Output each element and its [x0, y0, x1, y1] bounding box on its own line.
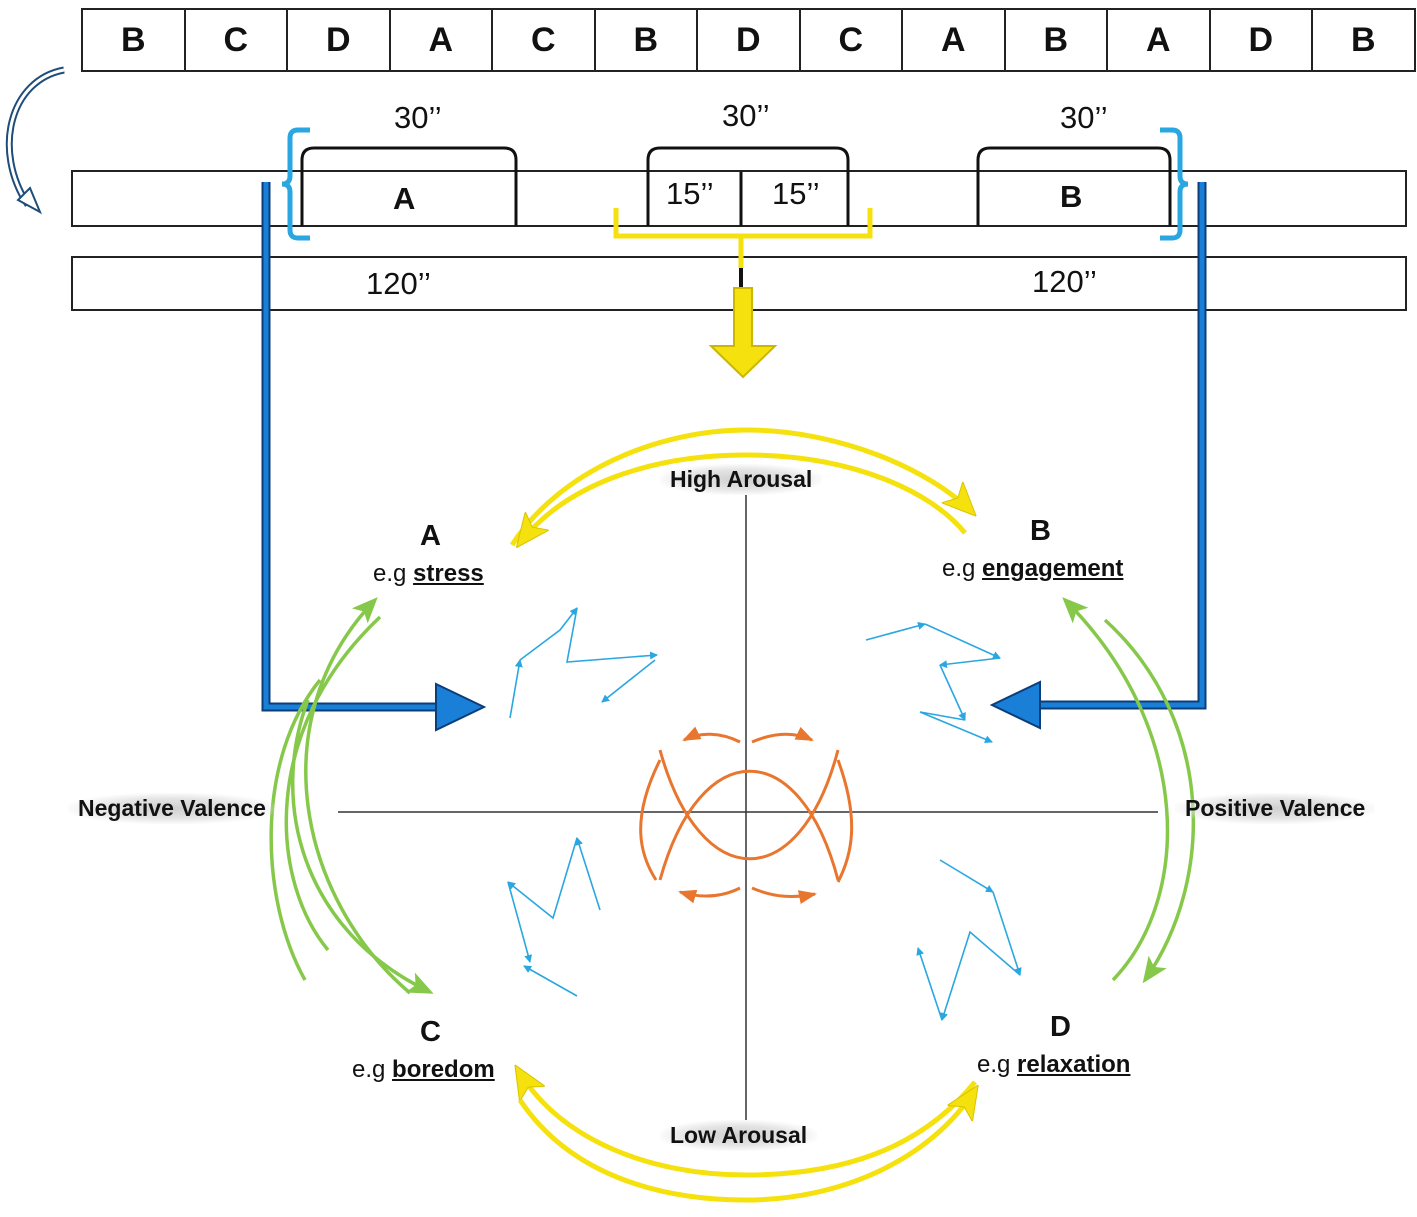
quadrant-a-example: e.g stress [373, 560, 484, 588]
green-valence-arcs [269, 597, 1196, 995]
quadrant-b-eg-prefix: e.g [942, 555, 976, 582]
yellow-arousal-arcs [509, 427, 975, 1203]
sequence-cell: C [183, 8, 288, 72]
block-mid-sub2: 15’’ [772, 176, 820, 211]
block-mid-sub1: 15’’ [666, 176, 714, 211]
rest-right-duration: 120’’ [1032, 264, 1097, 299]
yellow-bracket-arrow [613, 208, 873, 379]
quadrant-c-emotion: boredom [392, 1056, 495, 1083]
quadrant-c-eg-prefix: e.g [352, 1056, 386, 1083]
block-a-duration: 30’’ [394, 100, 442, 135]
blue-flow-right [989, 182, 1207, 730]
sequence-cell: B [81, 8, 186, 72]
rest-left-duration: 120’’ [366, 266, 431, 301]
stimulus-timeline-bar [71, 170, 1407, 227]
sequence-cell: B [1311, 8, 1416, 72]
block-outlines [300, 146, 1172, 226]
axis-low-arousal: Low Arousal [660, 1120, 818, 1151]
block-mid-duration: 30’’ [722, 98, 770, 133]
sequence-cell: A [901, 8, 1006, 72]
sequence-cell: C [491, 8, 596, 72]
quadrant-d-emotion: relaxation [1017, 1051, 1131, 1078]
axis-positive-valence: Positive Valence [1175, 793, 1376, 824]
quadrant-c-example: e.g boredom [352, 1056, 495, 1084]
axis-high-arousal: High Arousal [660, 464, 823, 495]
blue-flow-left [261, 182, 487, 732]
blue-brackets [281, 127, 1189, 241]
quadrant-b-example: e.g engagement [942, 555, 1123, 583]
quadrant-d-letter: D [1050, 1011, 1071, 1043]
orange-center-arcs [639, 726, 854, 904]
quadrant-d-eg-prefix: e.g [977, 1051, 1011, 1078]
quadrant-b-letter: B [1030, 515, 1051, 547]
curved-return-arrow [5, 66, 65, 215]
circumplex-axes [338, 495, 1158, 1120]
quadrant-a-letter: A [420, 520, 441, 552]
sequence-cell: A [388, 8, 493, 72]
sequence-cell: B [593, 8, 698, 72]
quadrant-a-emotion: stress [413, 560, 484, 587]
quadrant-c-letter: C [420, 1016, 441, 1048]
sequence-cell: B [1003, 8, 1108, 72]
block-a-label: A [393, 181, 416, 216]
block-b-duration: 30’’ [1060, 100, 1108, 135]
block-b-label: B [1060, 179, 1083, 214]
sequence-cell: C [798, 8, 903, 72]
quadrant-b-emotion: engagement [982, 555, 1124, 582]
sequence-cell: D [696, 8, 801, 72]
axis-negative-valence: Negative Valence [68, 793, 276, 824]
quadrant-d-example: e.g relaxation [977, 1051, 1130, 1079]
quadrant-a-eg-prefix: e.g [373, 560, 407, 587]
trajectory-squiggles [507, 607, 1022, 1021]
